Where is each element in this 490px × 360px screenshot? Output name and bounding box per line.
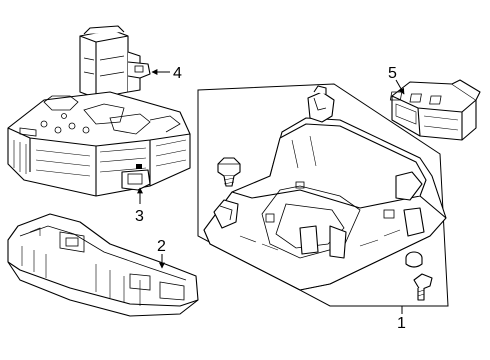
callout-label-2: 2	[157, 238, 166, 255]
callout-1: 1	[397, 306, 406, 332]
callout-5: 5	[388, 65, 405, 95]
callout-2: 2	[157, 238, 166, 269]
callout-3: 3	[135, 187, 144, 225]
part-1-housing[interactable]	[203, 117, 447, 291]
callout-label-4: 4	[173, 65, 182, 82]
part-2-cover[interactable]	[7, 213, 199, 317]
callout-label-1: 1	[397, 315, 406, 332]
part-3-control-unit[interactable]	[7, 91, 191, 197]
callout-4: 4	[151, 65, 182, 82]
part-5-lamp[interactable]	[389, 79, 481, 141]
part-1-retaining-clip[interactable]	[307, 85, 335, 123]
callout-label-3: 3	[135, 208, 144, 225]
part-1-nut[interactable]	[405, 251, 423, 268]
part-1-bolt[interactable]	[413, 273, 433, 301]
callout-label-5: 5	[388, 65, 397, 82]
part-1-screw-left[interactable]	[217, 157, 241, 187]
part-4-switch[interactable]	[79, 25, 151, 99]
part-1-group-outline	[197, 83, 449, 307]
